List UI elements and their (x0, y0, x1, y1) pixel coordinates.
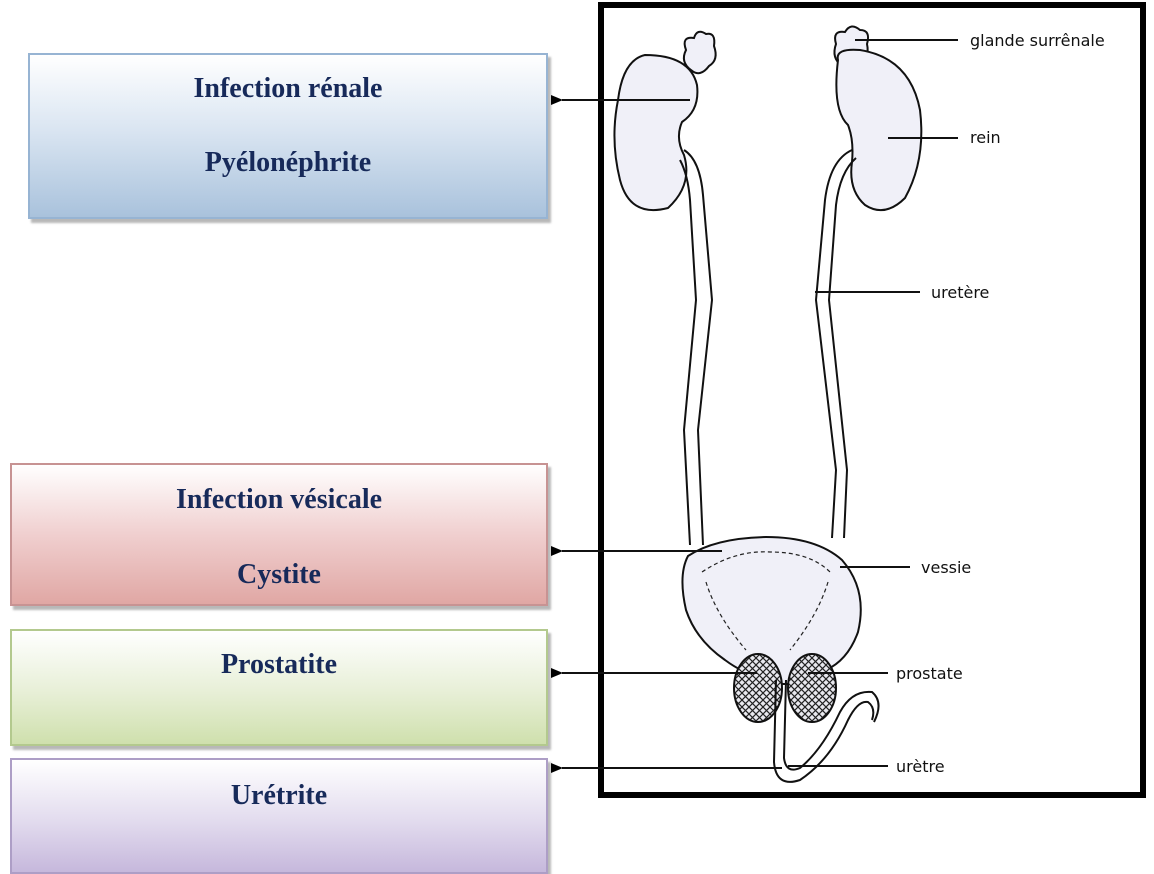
left-kidney (614, 55, 697, 210)
left-ureter-inner (680, 160, 696, 545)
label-uretere: uretère (931, 283, 989, 302)
left-ureter (684, 150, 712, 545)
label-prostate: prostate (896, 664, 963, 683)
left-adrenal-gland (684, 32, 716, 73)
label-vessie: vessie (921, 558, 971, 577)
label-rein: rein (970, 128, 1001, 147)
prostate-right-lobe (788, 654, 836, 722)
right-ureter-inner (829, 158, 856, 538)
right-kidney (836, 50, 921, 210)
label-uretre: urètre (896, 757, 945, 776)
label-glande-surrenale: glande surrênale (970, 31, 1105, 50)
